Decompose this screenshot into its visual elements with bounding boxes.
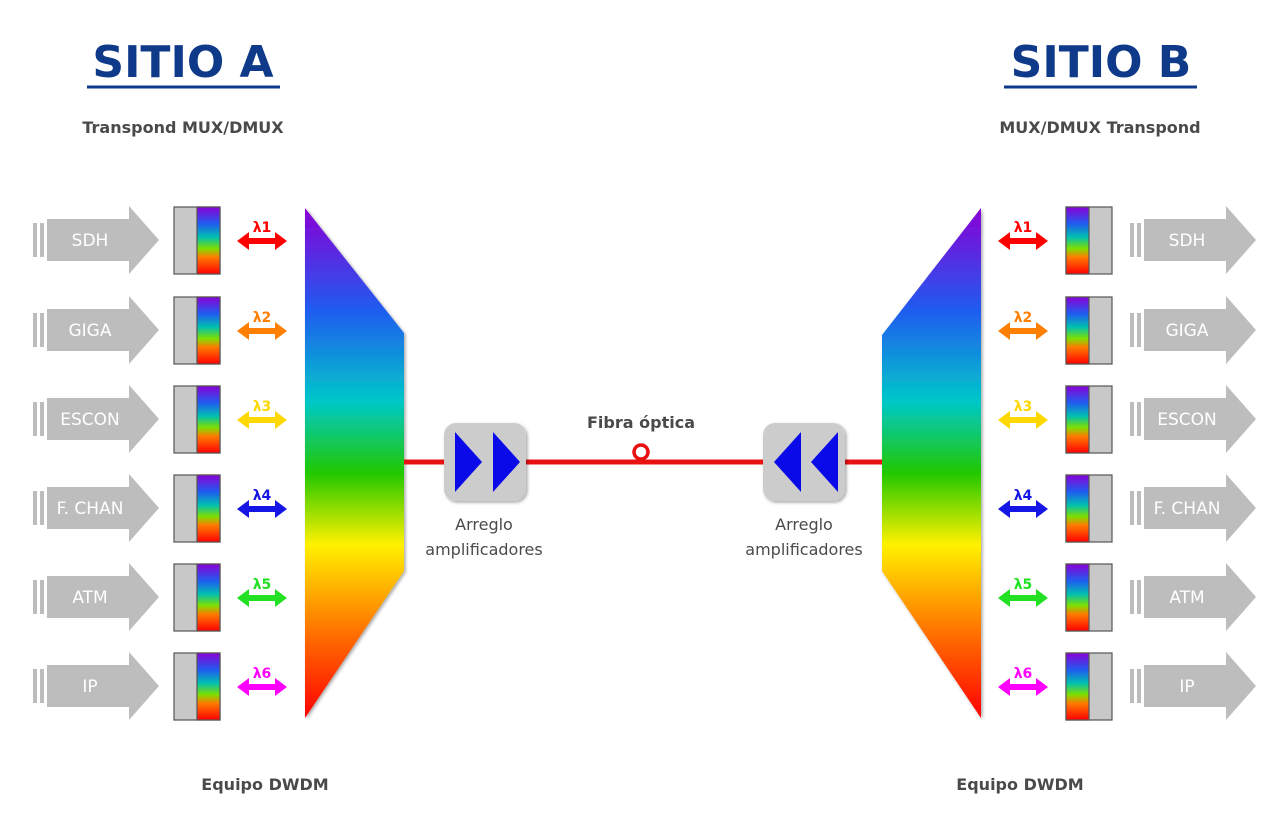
site-b-equipment-label: Equipo DWDM <box>956 775 1083 794</box>
lambda-double-arrow-icon: λ4 <box>237 488 287 518</box>
transponder <box>1065 474 1113 543</box>
lambda-label: λ3 <box>1014 399 1033 415</box>
service-arrow: F. CHAN <box>1130 474 1256 542</box>
service-label: ATM <box>72 588 107 608</box>
lambda-label: λ6 <box>1014 666 1033 682</box>
lambda-label: λ5 <box>1014 577 1033 593</box>
service-arrow: SDH <box>1130 206 1256 274</box>
site-b-mux-prism <box>882 208 981 718</box>
service-arrow: ATM <box>1130 563 1256 631</box>
site-a-title: SITIO A <box>92 37 273 88</box>
service-arrow: F. CHAN <box>33 474 159 542</box>
lambda-label: λ2 <box>1014 310 1033 326</box>
amplifier-a-label-line2: amplificadores <box>425 540 542 559</box>
service-arrow: GIGA <box>1130 296 1256 364</box>
lambda-label: λ2 <box>253 310 272 326</box>
transponder <box>1065 652 1113 721</box>
lambda-label: λ1 <box>1014 220 1033 236</box>
transponder <box>1065 563 1113 632</box>
lambda-double-arrow-icon: λ1 <box>237 220 287 250</box>
transponder <box>173 563 221 632</box>
channel-row: SDH λ1 <box>33 206 287 275</box>
transponder <box>173 296 221 365</box>
service-label: ESCON <box>60 410 120 430</box>
site-a-subtitle: Transpond MUX/DMUX <box>82 118 284 137</box>
lambda-label: λ4 <box>253 488 272 504</box>
amplifier-b-label-line2: amplificadores <box>745 540 862 559</box>
lambda-label: λ3 <box>253 399 272 415</box>
fiber-marker <box>632 443 650 461</box>
lambda-double-arrow-icon: λ4 <box>998 488 1048 518</box>
transponder <box>173 652 221 721</box>
channel-row: λ4 F. CHAN <box>998 474 1256 543</box>
lambda-double-arrow-icon: λ3 <box>237 399 287 429</box>
channel-row: ATM λ5 <box>33 563 287 632</box>
channel-row: F. CHAN λ4 <box>33 474 287 543</box>
service-label: ESCON <box>1157 410 1217 430</box>
amplifier-a-label-line1: Arreglo <box>455 515 513 534</box>
amplifier-b-label-line1: Arreglo <box>775 515 833 534</box>
service-label: GIGA <box>1166 321 1209 341</box>
service-arrow: IP <box>1130 652 1256 720</box>
lambda-double-arrow-icon: λ5 <box>237 577 287 607</box>
transponder <box>1065 296 1113 365</box>
service-arrow: ESCON <box>1130 385 1256 453</box>
forward-arrow-icon <box>493 432 520 492</box>
site-a-equipment-label: Equipo DWDM <box>201 775 328 794</box>
service-label: F. CHAN <box>1154 499 1221 519</box>
lambda-double-arrow-icon: λ1 <box>998 220 1048 250</box>
lambda-double-arrow-icon: λ2 <box>998 310 1048 340</box>
service-arrow: IP <box>33 652 159 720</box>
lambda-double-arrow-icon: λ3 <box>998 399 1048 429</box>
lambda-label: λ1 <box>253 220 272 236</box>
amplifier-b <box>763 423 845 501</box>
service-arrow: GIGA <box>33 296 159 364</box>
lambda-label: λ6 <box>253 666 272 682</box>
channel-row: ESCON λ3 <box>33 385 287 454</box>
lambda-double-arrow-icon: λ5 <box>998 577 1048 607</box>
service-label: SDH <box>72 231 109 251</box>
service-label: IP <box>1179 677 1194 697</box>
lambda-double-arrow-icon: λ2 <box>237 310 287 340</box>
channel-row: GIGA λ2 <box>33 296 287 365</box>
service-arrow: ATM <box>33 563 159 631</box>
transponder <box>173 385 221 454</box>
site-b-title: SITIO B <box>1011 37 1192 88</box>
amplifier-a <box>444 423 526 501</box>
service-arrow: ESCON <box>33 385 159 453</box>
site-a-mux-prism <box>305 208 404 718</box>
service-label: F. CHAN <box>57 499 124 519</box>
lambda-double-arrow-icon: λ6 <box>998 666 1048 696</box>
service-arrow: SDH <box>33 206 159 274</box>
transponder <box>173 206 221 275</box>
channel-row: IP λ6 <box>33 652 287 721</box>
transponder <box>1065 385 1113 454</box>
transponder <box>1065 206 1113 275</box>
service-label: SDH <box>1169 231 1206 251</box>
lambda-label: λ4 <box>1014 488 1033 504</box>
service-label: IP <box>82 677 97 697</box>
service-label: GIGA <box>69 321 112 341</box>
transponder <box>173 474 221 543</box>
backward-arrow-icon <box>774 432 801 492</box>
backward-arrow-icon <box>811 432 838 492</box>
service-label: ATM <box>1169 588 1204 608</box>
lambda-double-arrow-icon: λ6 <box>237 666 287 696</box>
forward-arrow-icon <box>455 432 482 492</box>
lambda-label: λ5 <box>253 577 272 593</box>
fiber-label: Fibra óptica <box>587 413 695 432</box>
site-b-subtitle: MUX/DMUX Transpond <box>999 118 1200 137</box>
